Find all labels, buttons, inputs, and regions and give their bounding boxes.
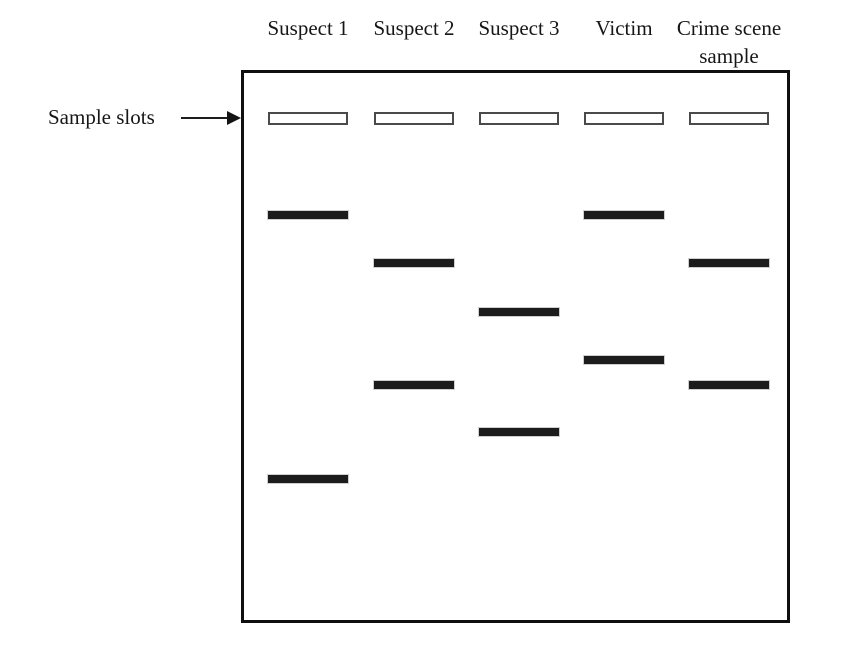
arrow-right-icon [227,111,241,125]
dna-band-lane5-2 [689,381,769,389]
sample-slot-4 [584,112,664,125]
lane-label-4: Victim [595,16,653,40]
sample-slot-5 [689,112,769,125]
sample-slot-1 [268,112,348,125]
dna-band-lane3-1 [479,308,559,316]
dna-band-lane4-1 [584,211,664,219]
sample-slot-3 [479,112,559,125]
sample-slots-label: Sample slots [48,105,155,129]
arrow-line [181,117,230,119]
dna-band-lane1-2 [268,475,348,483]
lane-label-5: Crime scene sample [676,16,782,68]
lane-label-1: Suspect 1 [267,16,349,40]
dna-band-lane2-1 [374,259,454,267]
dna-band-lane4-2 [584,356,664,364]
sample-slot-2 [374,112,454,125]
gel-box [241,70,790,623]
lane-label-3: Suspect 3 [478,16,560,40]
lane-label-2: Suspect 2 [373,16,455,40]
dna-band-lane2-2 [374,381,454,389]
dna-band-lane3-2 [479,428,559,436]
dna-band-lane1-1 [268,211,348,219]
dna-band-lane5-1 [689,259,769,267]
